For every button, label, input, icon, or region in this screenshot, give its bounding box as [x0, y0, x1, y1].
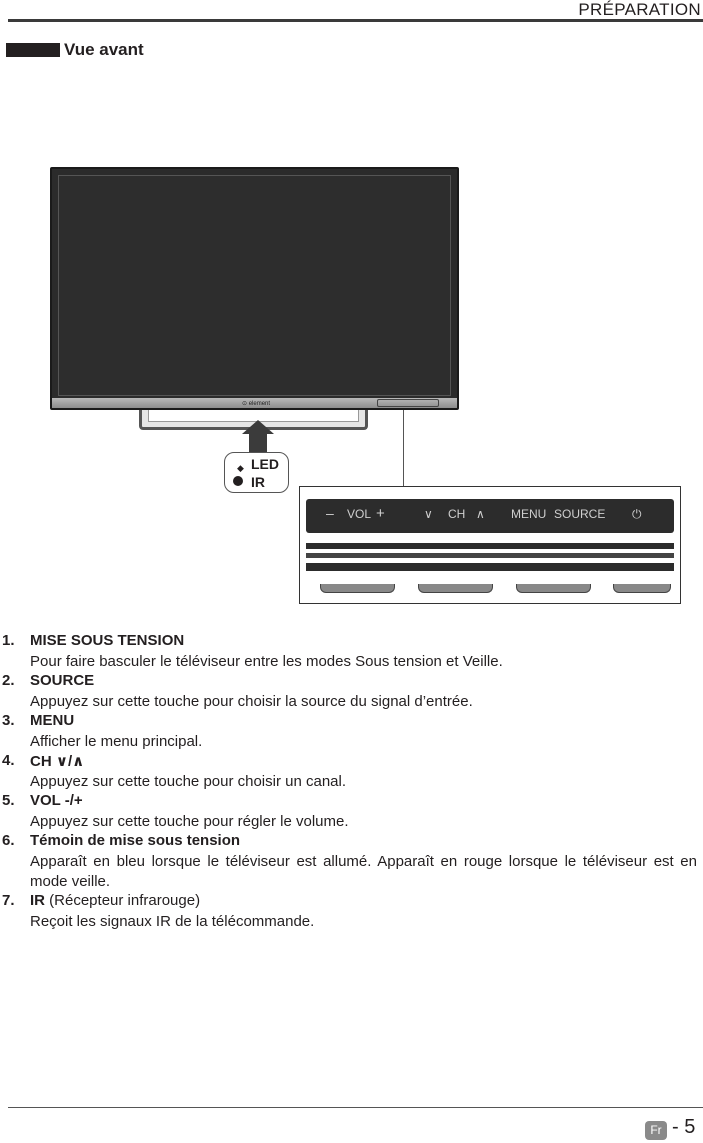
ir-sensor-icon	[233, 476, 243, 486]
section-title: PRÉPARATION	[578, 0, 701, 19]
ir-label: IR	[251, 474, 265, 490]
vol-plus-label: +	[376, 505, 385, 522]
source-label: SOURCE	[554, 507, 606, 521]
tv-bottom-bezel: ⊙ element	[52, 398, 457, 408]
power-key	[613, 584, 671, 593]
led-ir-callout: ◆ LED IR	[224, 452, 289, 493]
tv-screen	[58, 175, 451, 396]
footer-rule	[8, 1107, 703, 1108]
ch-up-icon: ∧	[476, 507, 485, 521]
page-subtitle: Vue avant	[64, 40, 144, 59]
callout-line	[403, 410, 404, 486]
tv-brand-logo: ⊙ element	[242, 401, 271, 407]
ch-label: CH	[448, 507, 466, 521]
menu-source-key	[516, 584, 591, 593]
arrow-up-icon	[242, 420, 274, 434]
led-label: LED	[251, 456, 279, 472]
ch-key	[418, 584, 493, 593]
menu-label: MENU	[511, 507, 547, 521]
tv-button-area	[377, 399, 439, 407]
subtitle-bar	[6, 43, 60, 57]
page-number: - 5	[672, 1116, 696, 1138]
arrow-shaft	[249, 433, 267, 453]
control-panel-detail: – VOL + ∨ CH ∧ MENU SOURCE ⏻	[299, 486, 681, 604]
vol-label: VOL	[347, 507, 372, 521]
power-icon: ⏻	[632, 507, 642, 521]
language-badge: Fr	[645, 1121, 667, 1140]
vol-minus-label: –	[326, 505, 334, 521]
tv-front-illustration: ⊙ element	[50, 167, 459, 410]
header-rule	[8, 19, 703, 22]
control-panel: – VOL + ∨ CH ∧ MENU SOURCE ⏻	[306, 499, 674, 533]
vol-key	[320, 584, 395, 593]
ch-down-icon: ∨	[424, 507, 433, 521]
led-indicator-icon: ◆	[237, 463, 244, 473]
